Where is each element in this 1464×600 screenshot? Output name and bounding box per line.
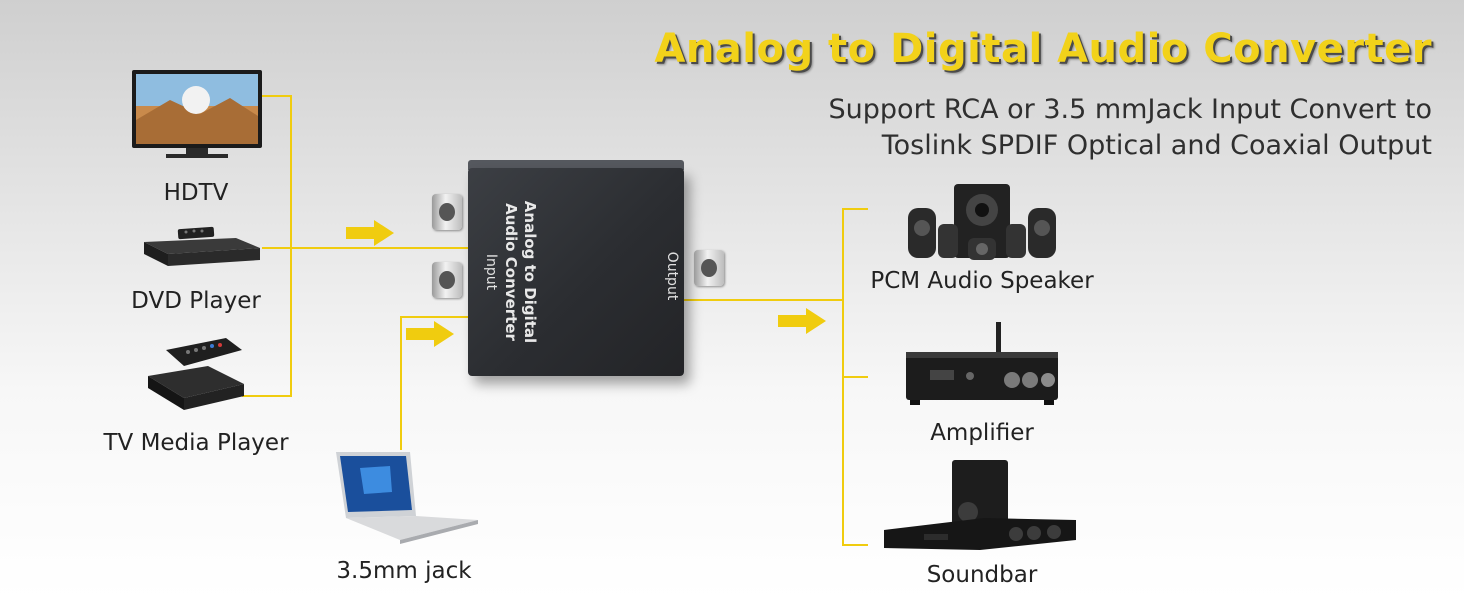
amplifier-icon: [906, 322, 1058, 405]
source-label-dvd-player: DVD Player: [131, 288, 261, 314]
arrow-right-icon: [406, 321, 454, 347]
converter-name-text: Analog to Digital Audio Converter: [502, 200, 539, 344]
wire-jack-to-input: [400, 316, 470, 318]
converter-device: [468, 168, 684, 376]
wire-soundbar: [842, 544, 868, 546]
wire-amplifier: [842, 376, 868, 378]
arrow-right-icon: [778, 308, 826, 334]
wire-dvd-to-input: [262, 247, 470, 249]
converter-top-edge: [468, 160, 684, 170]
page-subtitle: Support RCA or 3.5 mmJack Input Convert …: [829, 92, 1432, 164]
source-label-media-player: TV Media Player: [103, 430, 289, 456]
wire-left-bus: [290, 95, 292, 397]
output-label-soundbar: Soundbar: [926, 562, 1038, 588]
output-label-speaker: PCM Audio Speaker: [870, 268, 1094, 294]
output-label-amplifier: Amplifier: [930, 420, 1034, 446]
wire-hdtv: [262, 95, 292, 97]
soundbar-icon: [884, 460, 1076, 550]
dvd-player-icon: [144, 226, 260, 266]
source-label-hdtv: HDTV: [163, 180, 229, 206]
page-title: Analog to Digital Audio Converter: [654, 26, 1432, 72]
wire-jack-vertical: [400, 316, 402, 450]
source-label-3-5mm-jack: 3.5mm jack: [336, 558, 472, 584]
subtitle-line-2: Toslink SPDIF Optical and Coaxial Output: [881, 130, 1432, 161]
wire-media: [242, 395, 292, 397]
rca-jack-input-1: [432, 194, 462, 230]
speaker-icon: [908, 184, 1056, 260]
wire-output: [684, 299, 844, 301]
coaxial-output-jack: [694, 250, 724, 286]
tv-icon: [132, 70, 262, 158]
rca-jack-input-2: [432, 262, 462, 298]
subtitle-line-1: Support RCA or 3.5 mmJack Input Convert …: [828, 94, 1432, 125]
media-player-icon: [148, 338, 244, 410]
laptop-icon: [336, 452, 478, 544]
arrow-right-icon: [346, 220, 394, 246]
output-label: Output: [664, 251, 680, 301]
input-label: Input: [483, 253, 499, 291]
wire-speaker: [842, 208, 868, 210]
converter-name: Analog to Digital Audio Converter: [501, 182, 539, 362]
